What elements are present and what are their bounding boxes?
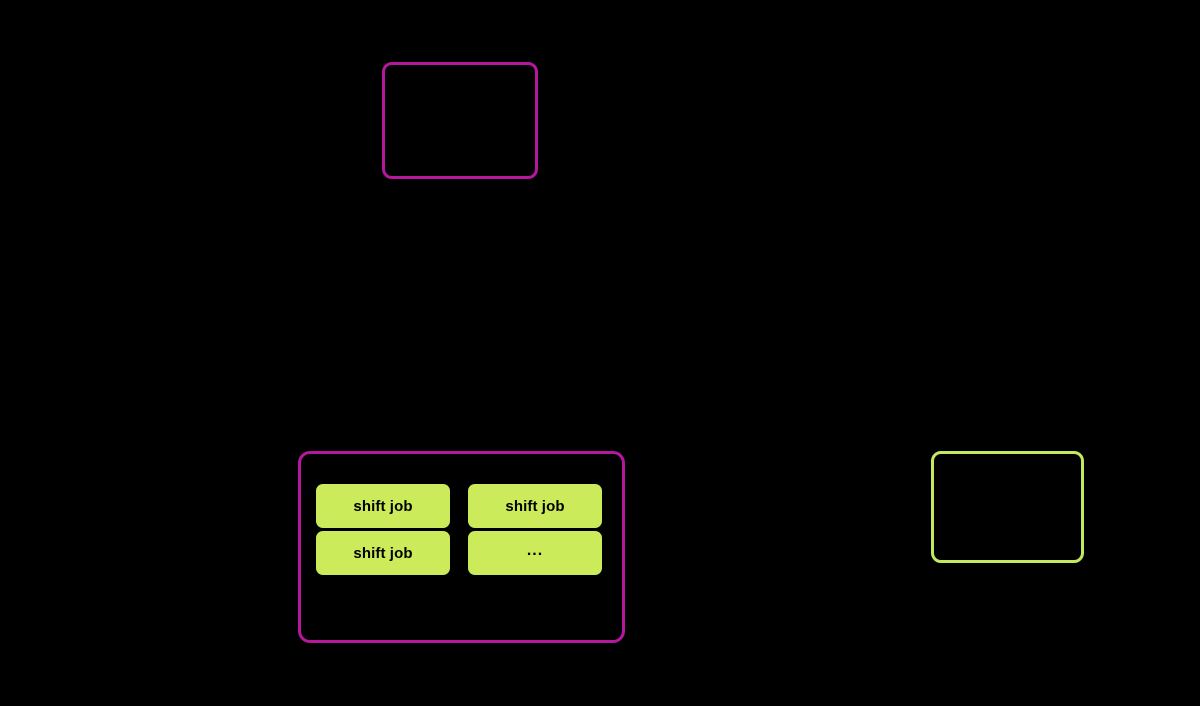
shift-job-pill-grid: shift job shift job shift job ... [316, 484, 602, 575]
shift-job-pill-label: shift job [353, 544, 413, 562]
shift-job-pill-label: shift job [353, 497, 413, 515]
shift-job-pill[interactable]: shift job [316, 484, 450, 528]
top-empty-box[interactable] [382, 62, 538, 179]
shift-job-pill-label: shift job [505, 497, 565, 515]
right-empty-box[interactable] [931, 451, 1084, 563]
shift-job-overflow-label: ... [526, 542, 544, 560]
shift-job-overflow-pill[interactable]: ... [468, 531, 602, 575]
shift-job-pill[interactable]: shift job [468, 484, 602, 528]
shift-job-group-box[interactable]: shift job shift job shift job ... [298, 451, 625, 643]
shift-job-pill[interactable]: shift job [316, 531, 450, 575]
